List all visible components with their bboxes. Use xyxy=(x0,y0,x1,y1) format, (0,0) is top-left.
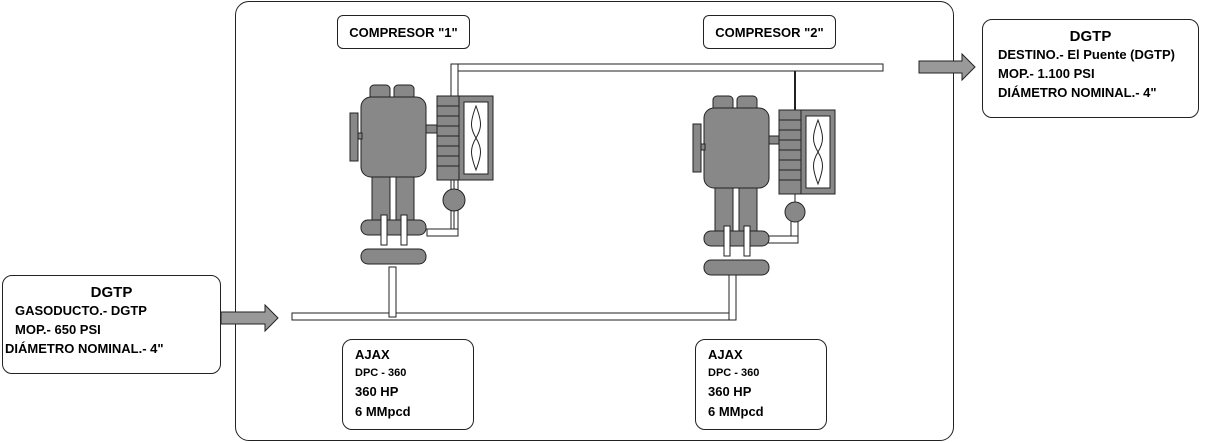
compressor-2-unit xyxy=(692,95,782,276)
inlet-info-box: DGTP GASODUCTO.- DGTP MOP.- 650 PSI DIÁM… xyxy=(2,275,221,374)
outlet-diameter: DIÁMETRO NOMINAL.- 4" xyxy=(998,85,1157,100)
compressor-1-power: 360 HP xyxy=(355,384,399,399)
inlet-diameter: DIÁMETRO NOMINAL.- 4" xyxy=(5,341,164,356)
compressor-2-scrubber xyxy=(784,201,806,223)
inlet-mop: MOP.- 650 PSI xyxy=(15,322,101,337)
compressor-2-capacity: 6 MMpcd xyxy=(708,404,764,419)
outlet-destination: DESTINO.- El Puente (DGTP) xyxy=(998,47,1175,62)
compressor-2-power: 360 HP xyxy=(708,384,752,399)
compressor-1-scrubber xyxy=(442,188,466,212)
inlet-arrow xyxy=(220,303,279,333)
compressor-2-spec: AJAX DPC - 360 360 HP 6 MMpcd xyxy=(695,339,827,430)
compressor-1-brand: AJAX xyxy=(355,347,390,362)
compressor-1-spec: AJAX DPC - 360 360 HP 6 MMpcd xyxy=(342,339,474,430)
outlet-info-box: DGTP DESTINO.- El Puente (DGTP) MOP.- 1.… xyxy=(982,19,1199,118)
compressor-1-model: DPC - 360 xyxy=(355,367,407,379)
inlet-pipeline: GASODUCTO.- DGTP xyxy=(15,303,147,318)
compressor-1-capacity: 6 MMpcd xyxy=(355,404,411,419)
inlet-title: DGTP xyxy=(90,284,133,301)
compressor-2-cooler xyxy=(778,109,836,195)
compressor-2-model: DPC - 360 xyxy=(708,367,760,379)
compressor-1-label: COMPRESOR "1" xyxy=(337,15,470,49)
outlet-arrow xyxy=(918,52,976,82)
outlet-title: DGTP xyxy=(1069,28,1112,45)
compressor-1-unit xyxy=(349,84,439,265)
compressor-2-label: COMPRESOR "2" xyxy=(703,15,836,49)
outlet-mop: MOP.- 1.100 PSI xyxy=(998,66,1095,81)
compressor-1-cooler xyxy=(436,95,494,181)
compressor-2-brand: AJAX xyxy=(708,347,743,362)
